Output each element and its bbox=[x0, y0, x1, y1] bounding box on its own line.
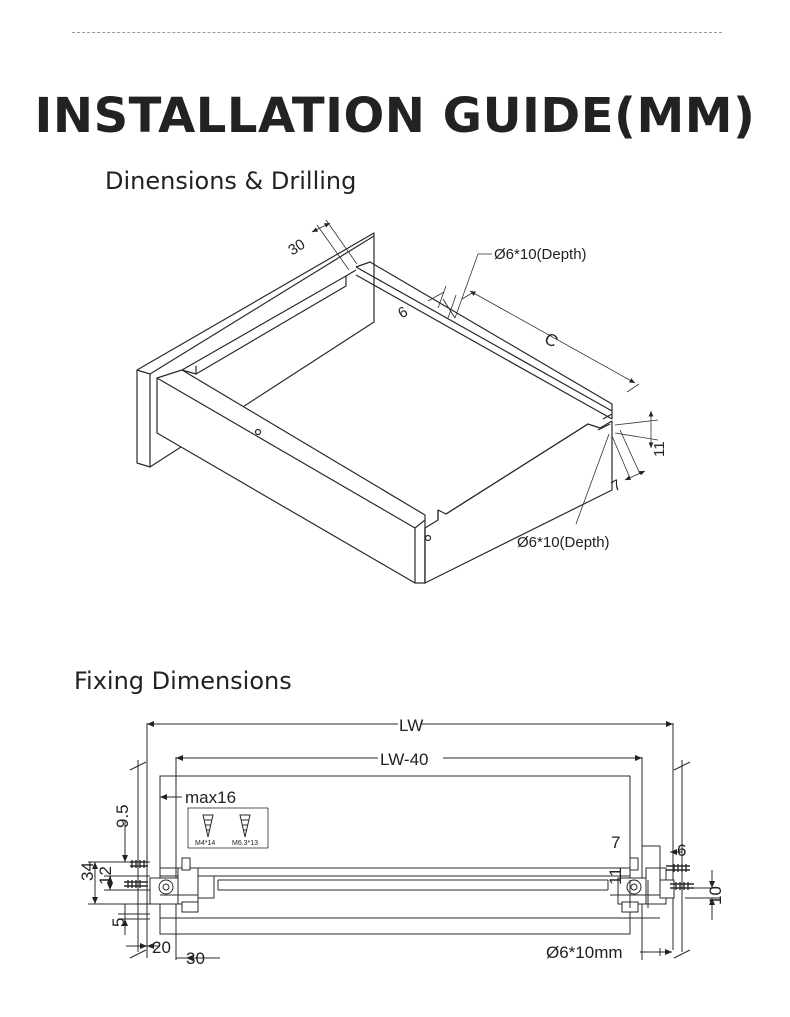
dim-10-label: 10 bbox=[706, 886, 725, 905]
side-screws bbox=[124, 860, 694, 890]
dim-7-fixing-label: 7 bbox=[611, 833, 620, 852]
fixing-dimensions-heading: Fixing Dimensions bbox=[74, 667, 292, 695]
max16-label: max16 bbox=[185, 788, 236, 807]
page-title: INSTALLATION GUIDE(MM) bbox=[34, 88, 756, 144]
front-drill-hole bbox=[254, 428, 262, 436]
dim-12-label: 12 bbox=[96, 866, 115, 885]
top-hole-label: Ø6*10(Depth) bbox=[494, 246, 587, 263]
dim-20-label: 20 bbox=[152, 938, 171, 957]
dim-11-label: 11 bbox=[651, 441, 668, 457]
screw-a-label: M4*14 bbox=[195, 840, 215, 847]
screw-b-label: M6.3*13 bbox=[232, 840, 258, 847]
lw-40-label: LW-40 bbox=[380, 750, 429, 769]
top-dashed-divider bbox=[72, 32, 722, 33]
legend-screws bbox=[202, 814, 251, 838]
bottom-hole-label: Ø6*10(Depth) bbox=[517, 534, 610, 551]
dim-6-label: 6 bbox=[395, 303, 411, 322]
dim-11-fixing-label: 11 bbox=[606, 867, 625, 885]
dim-6-fixing-label: 6 bbox=[677, 841, 686, 860]
screw-legend-box bbox=[187, 807, 269, 849]
dim-30-label: 30 bbox=[285, 236, 308, 259]
lw-label: LW bbox=[399, 716, 423, 735]
fixing-hole-label: Ø6*10mm bbox=[546, 943, 623, 962]
dim-9-5-label: 9.5 bbox=[113, 804, 132, 828]
dim-34-label: 34 bbox=[78, 862, 97, 881]
drawer-isometric-diagram bbox=[136, 232, 613, 584]
fixing-diagram bbox=[88, 721, 720, 961]
dim-5-label: 5 bbox=[109, 918, 128, 927]
drawer-dimension-lines bbox=[311, 219, 659, 525]
dim-30-fixing-label: 30 bbox=[186, 949, 205, 968]
left-runner-hardware bbox=[149, 857, 215, 913]
drawer-left-rail bbox=[181, 275, 347, 375]
dim-7-label: 7 bbox=[609, 476, 625, 495]
side-drill-hole bbox=[424, 534, 432, 542]
dimensions-drilling-heading: Dinensions & Drilling bbox=[105, 167, 357, 195]
